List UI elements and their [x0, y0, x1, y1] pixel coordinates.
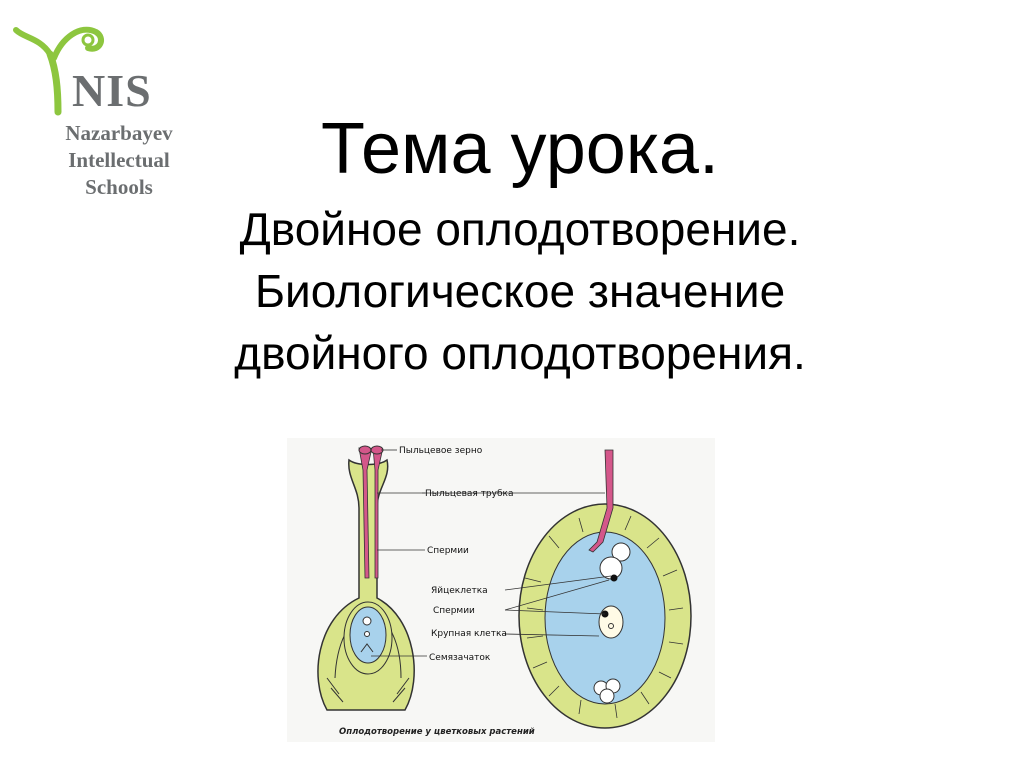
label-large-cell: Крупная клетка	[431, 629, 507, 639]
topic-line-2: Биологическое значение	[254, 265, 786, 317]
topic-line-3: двойного оплодотворения.	[234, 327, 806, 379]
label-sperms: Спермии	[427, 546, 469, 556]
figure-caption: Оплодотворение у цветковых растений	[339, 727, 535, 737]
slide-title: Тема урока. Двойное оплодотворение. Биол…	[150, 100, 890, 384]
label-ovule: Семязачаток	[429, 653, 491, 663]
label-egg-cell: Яйцеклетка	[431, 586, 488, 596]
logo-school-name: Nazarbayev Intellectual Schools	[44, 120, 194, 201]
ovule-drawing	[518, 449, 692, 729]
logo-line-1: Nazarbayev	[65, 121, 173, 145]
fertilization-diagram: Пыльцевое зерно Пыльцевая трубка Спермии…	[287, 438, 715, 742]
topic-line-1: Двойное оплодотворение.	[239, 203, 801, 255]
label-pollen-grain: Пыльцевое зерно	[399, 446, 483, 456]
logo-line-3: Schools	[85, 175, 153, 199]
sprout-icon	[13, 26, 105, 116]
label-pollen-tube: Пыльцевая трубка	[425, 489, 513, 499]
logo-line-2: Intellectual	[68, 148, 170, 172]
leader-lines	[371, 449, 612, 657]
lesson-topic-heading: Тема урока.	[321, 109, 719, 189]
nis-logo: NIS Nazarbayev Intellectual Schools	[10, 8, 195, 201]
logo-abbrev: NIS	[72, 65, 152, 116]
label-sperms-2: Спермии	[433, 606, 475, 616]
pistil-drawing	[317, 445, 415, 711]
diagram-svg: Пыльцевое зерно Пыльцевая трубка Спермии…	[317, 445, 692, 737]
